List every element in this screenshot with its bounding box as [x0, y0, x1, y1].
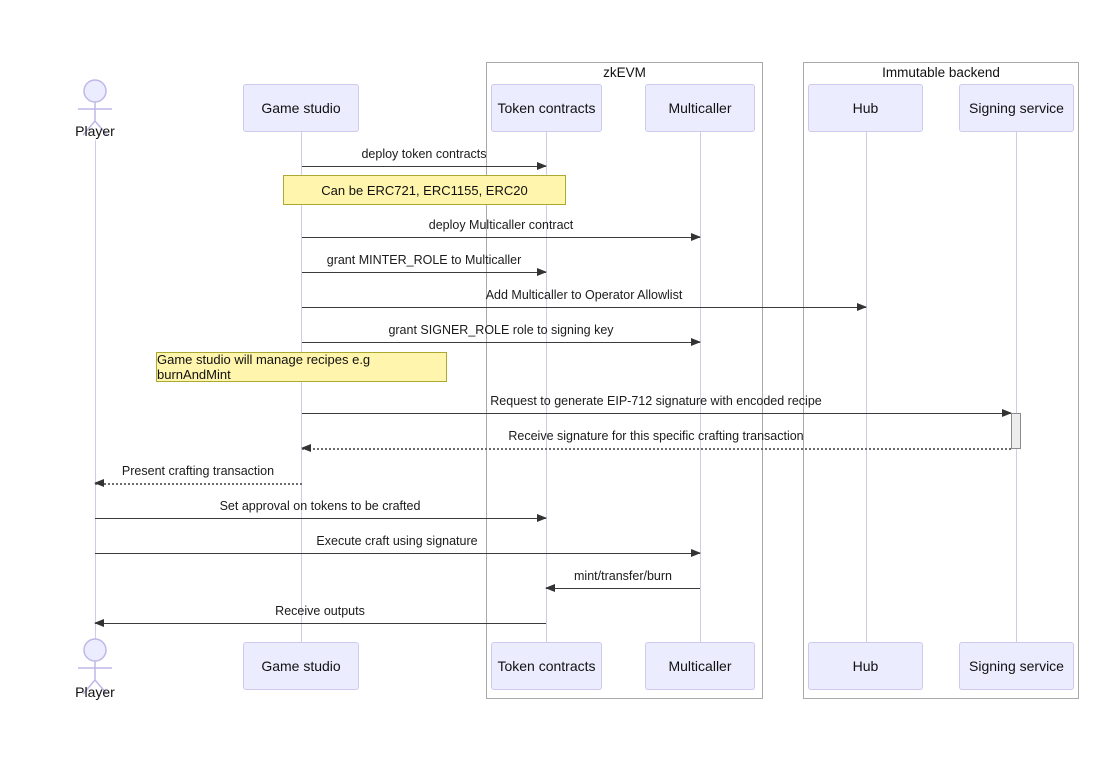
participant-game-studio-bottom: Game studio: [243, 642, 359, 690]
player-label-top: Player: [75, 123, 115, 139]
lifeline-hub: [866, 132, 867, 642]
message-label-grant-signer-role: grant SIGNER_ROLE role to signing key: [388, 323, 614, 337]
message-label-receive-signature: Receive signature for this specific craf…: [508, 429, 804, 443]
lifeline-token-contracts: [546, 132, 547, 642]
player-stick-figure-icon-top: [78, 79, 112, 136]
message-arrow-10: [545, 583, 700, 592]
lifeline-player: [95, 140, 96, 640]
participant-hub-top: Hub: [808, 84, 923, 132]
message-label-execute-craft: Execute craft using signature: [316, 534, 478, 548]
message-label-request-eip712-signature: Request to generate EIP-712 signature wi…: [490, 394, 822, 408]
message-arrow-9: [95, 548, 701, 557]
participant-token-contracts-top: Token contracts: [491, 84, 602, 132]
message-arrow-0: [302, 161, 547, 170]
message-label-set-approval: Set approval on tokens to be crafted: [219, 499, 421, 513]
frame-zkevm: zkEVM: [486, 62, 763, 699]
message-label-deploy-token-contracts: deploy token contracts: [361, 147, 487, 161]
note-recipes: Game studio will manage recipes e.g burn…: [156, 352, 447, 382]
message-arrow-4: [302, 337, 701, 346]
participant-signing-service-top: Signing service: [959, 84, 1074, 132]
participant-hub-bottom: Hub: [808, 642, 923, 690]
participant-token-contracts-bottom: Token contracts: [491, 642, 602, 690]
activation-bar-signing-service: [1011, 413, 1021, 449]
player-label-bottom: Player: [75, 684, 115, 700]
participant-multicaller-top: Multicaller: [645, 84, 755, 132]
frame-zkevm-label: zkEVM: [603, 65, 646, 80]
message-label-deploy-multicaller: deploy Multicaller contract: [428, 218, 574, 232]
message-arrow-1: [302, 232, 701, 241]
participant-multicaller-bottom: Multicaller: [645, 642, 755, 690]
note-erc-types: Can be ERC721, ERC1155, ERC20: [283, 175, 566, 205]
lifeline-signing-service: [1016, 132, 1017, 642]
message-arrow-7: [94, 479, 302, 487]
message-label-present-crafting-transaction: Present crafting transaction: [121, 464, 275, 478]
message-arrow-2: [302, 267, 547, 276]
lifeline-multicaller: [700, 132, 701, 642]
message-label-mint-transfer-burn: mint/transfer/burn: [574, 569, 672, 583]
participant-signing-service-bottom: Signing service: [959, 642, 1074, 690]
message-arrow-11: [94, 618, 546, 627]
message-label-add-multicaller-allowlist: Add Multicaller to Operator Allowlist: [485, 288, 683, 302]
frame-immutable-backend-label: Immutable backend: [882, 65, 1000, 80]
lifeline-game-studio: [301, 132, 302, 642]
message-arrow-6: [301, 444, 1011, 452]
message-label-receive-outputs: Receive outputs: [275, 604, 365, 618]
message-arrow-5: [302, 408, 1012, 417]
frame-immutable-backend: Immutable backend: [803, 62, 1079, 699]
participant-game-studio-top: Game studio: [243, 84, 359, 132]
message-label-grant-minter-role: grant MINTER_ROLE to Multicaller: [326, 253, 522, 267]
player-stick-figure-icon-bottom: [78, 638, 112, 695]
message-arrow-3: [302, 302, 867, 311]
message-arrow-8: [95, 513, 547, 522]
